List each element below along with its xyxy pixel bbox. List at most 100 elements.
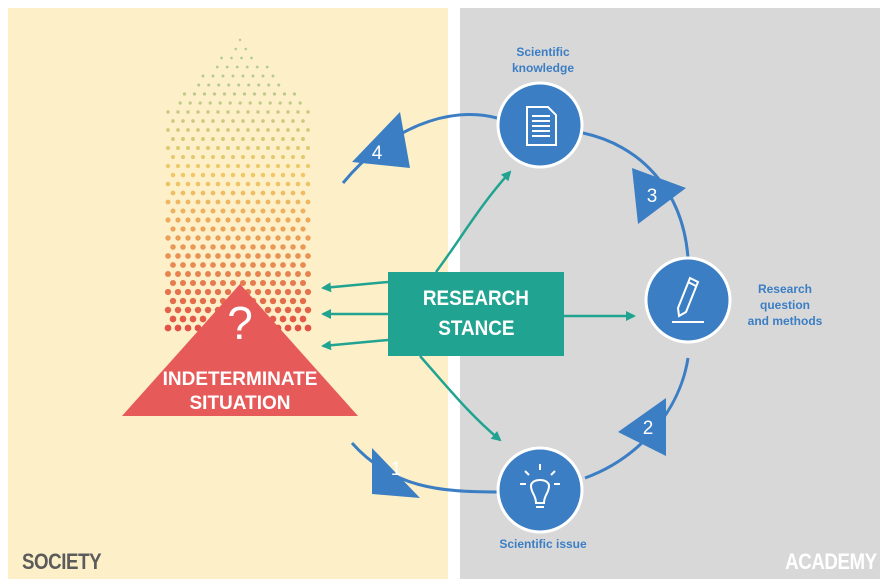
arrow-dot (220, 244, 226, 250)
arrow-dot (295, 217, 301, 223)
arrow-dot (225, 199, 231, 205)
arrow-dot (295, 271, 301, 277)
arrow-dot (299, 315, 307, 323)
scientific-issue-label: Scientific issue (499, 537, 587, 551)
arrow-dot (277, 83, 281, 87)
arrow-dot (280, 154, 286, 160)
arrow-dot (220, 262, 226, 268)
arrow-dot (300, 190, 306, 196)
arrow-dot (185, 199, 191, 205)
arrow-dot (235, 65, 239, 69)
arrow-dot (289, 297, 297, 305)
arrow-dot (304, 306, 312, 314)
arrow-dot (305, 235, 311, 241)
arrow-dot (216, 128, 220, 132)
arrow-dot (247, 83, 251, 87)
arrow-dot (255, 145, 261, 151)
node-issue (496, 446, 584, 534)
arrow-dot (299, 297, 307, 305)
arrow-dot (221, 137, 225, 141)
arrow-dot (250, 262, 256, 268)
arrow-dot (241, 74, 245, 78)
arrow-dot (225, 217, 231, 223)
node-knowledge (496, 81, 584, 169)
arrow-dot (205, 217, 211, 223)
arrow-dot (250, 226, 256, 232)
arrow-dot (169, 279, 177, 287)
arrow-dot (185, 145, 191, 151)
arrow-dot (245, 253, 251, 259)
arrow-dot (195, 163, 201, 169)
arrow-dot (215, 271, 221, 277)
arrow-to-society-bottom (321, 338, 389, 351)
arrow-dot (259, 297, 267, 305)
arrow-dot (190, 154, 196, 160)
arrow-dot (227, 83, 231, 87)
arrow-dot (206, 128, 210, 132)
arrow-dot (305, 271, 311, 277)
arrow-dot (179, 315, 187, 323)
arrow-dot (255, 271, 261, 277)
arrow-dot (215, 199, 221, 205)
arrow-dot (209, 297, 217, 305)
arrow-dot (189, 297, 197, 305)
arrow-dot (290, 208, 296, 214)
knowledge-line-2: knowledge (511, 61, 574, 75)
arrow-dot (275, 235, 281, 241)
arrow-dot (216, 110, 220, 114)
arrow-dot (250, 244, 256, 250)
arrow-dot (220, 172, 226, 178)
arc-question-to-knowledge (582, 131, 690, 259)
arrow-dot (280, 208, 286, 214)
arrow-dot (190, 208, 196, 214)
lightbulb-icon (520, 464, 560, 508)
stance-arrows (321, 170, 636, 442)
arrow-dot (271, 119, 275, 123)
arrow-dot (165, 235, 171, 241)
arrow-dot (240, 244, 246, 250)
arrow-dot (235, 163, 241, 169)
arrow-dot (246, 110, 250, 114)
arrow-dot (244, 47, 248, 51)
arrow-dot (252, 92, 257, 96)
arrow-dot (259, 279, 267, 287)
arrow-dot (165, 145, 171, 151)
arrow-dot (301, 119, 305, 123)
arrow-dot (205, 235, 211, 241)
arrow-dot (174, 306, 182, 314)
arrow-dot (279, 297, 287, 305)
academy-label: ACADEMY (785, 549, 877, 574)
arrow-dot (165, 271, 171, 277)
arrow-dot (300, 244, 306, 250)
research-stance-line-1: RESEARCH (422, 287, 530, 310)
arrow-dot (191, 119, 195, 123)
arrow-dot (179, 279, 187, 287)
arrow-dot (236, 128, 240, 132)
arrow-dot (275, 145, 281, 151)
arrow-dot (201, 119, 205, 123)
arrow-dot (256, 128, 260, 132)
arrow-dot (276, 128, 280, 132)
arrow-dot (175, 217, 181, 223)
step-triangle-3 (632, 168, 686, 224)
arrow-dot (240, 172, 246, 178)
arrow-dot (295, 199, 301, 205)
arrow-dot (230, 226, 236, 232)
arrow-dot (238, 101, 242, 105)
arrow-dot (192, 92, 197, 96)
arrow-dot (175, 199, 181, 205)
arrow-dot (210, 244, 216, 250)
arrow-dot (295, 235, 301, 241)
arrow-dot (285, 163, 291, 169)
arrow-dot (254, 288, 262, 296)
arrow-dot (164, 306, 172, 314)
arrow-dot (238, 38, 242, 42)
arrow-dot (230, 244, 236, 250)
arrow-dot (205, 181, 211, 187)
arrow-dot (196, 110, 200, 114)
arrow-dot (246, 128, 250, 132)
arrow-dot (289, 279, 297, 287)
arrow-dot (225, 253, 231, 259)
arrow-dot (245, 65, 249, 69)
arrow-dot (195, 235, 201, 241)
